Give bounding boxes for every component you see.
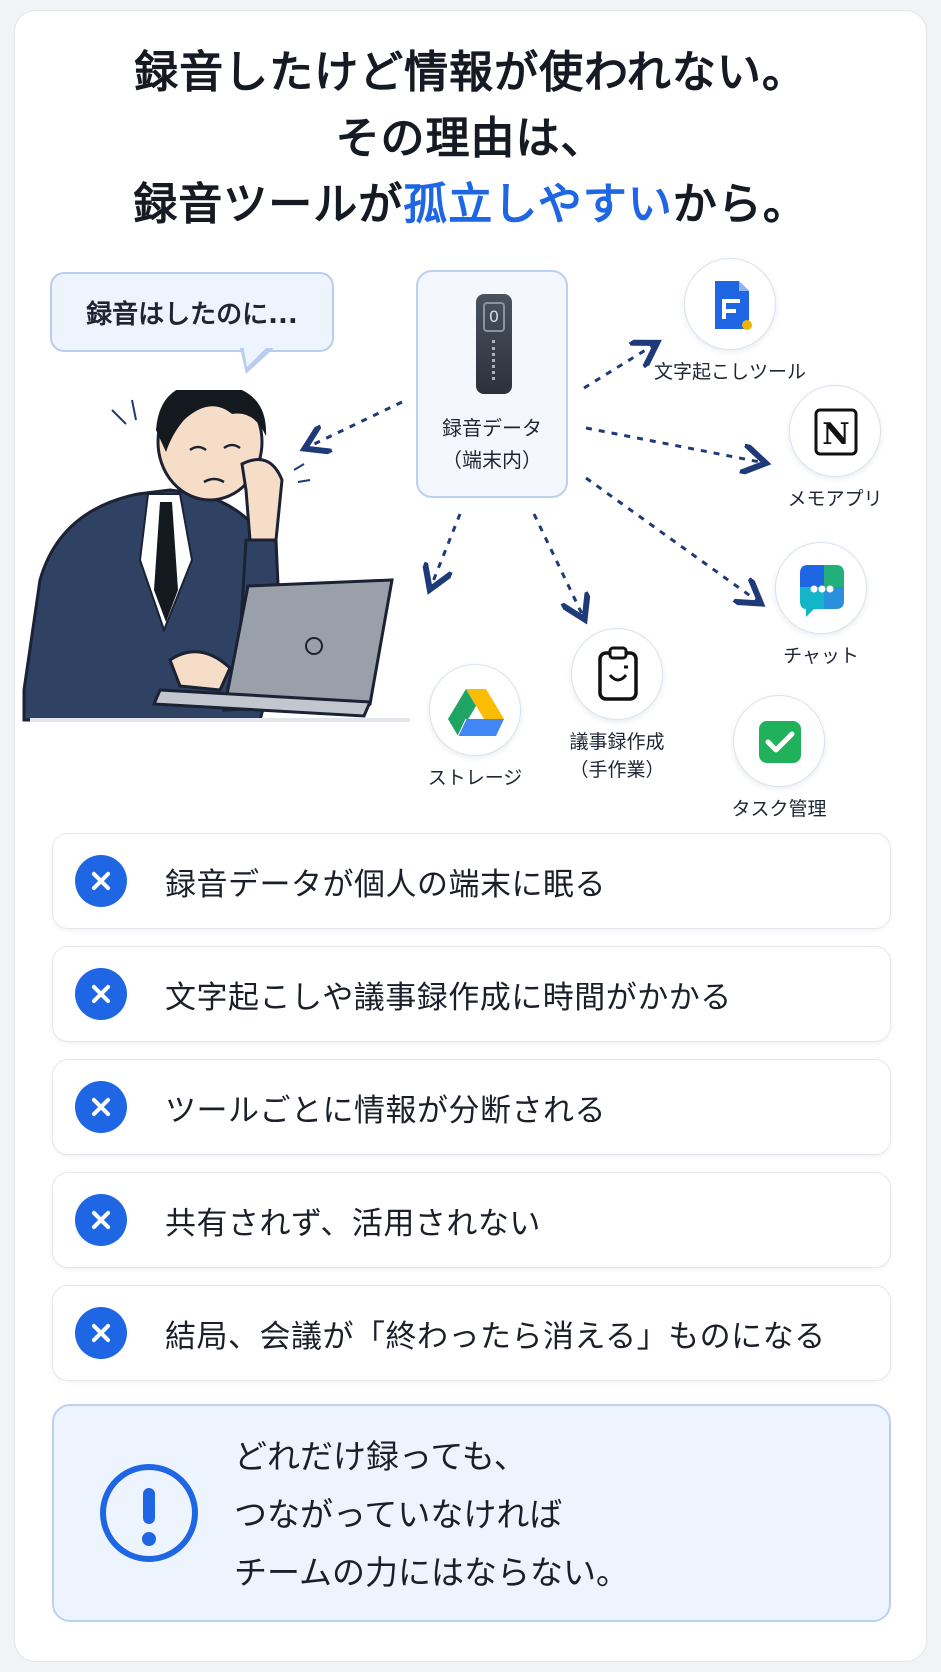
speech-bubble: 録音はしたのに... bbox=[50, 272, 334, 352]
x-icon bbox=[75, 968, 127, 1020]
tool-memo: N メモアプリ bbox=[770, 385, 900, 513]
arrow-to-person bbox=[310, 400, 403, 446]
problem-list: 録音データが個人の端末に眠る 文字起こしや議事録作成に時間がかかる ツールごとに… bbox=[52, 833, 891, 1398]
arrow-to-chat bbox=[585, 476, 756, 600]
worried-businessman-illustration bbox=[22, 390, 410, 722]
arrow-to-storage bbox=[432, 513, 462, 584]
laptop-base bbox=[151, 688, 373, 718]
arrow-to-memo bbox=[585, 426, 760, 462]
tool-transcription: 文字起こしツール bbox=[645, 258, 815, 386]
tool-minutes: 議事録作成 （手作業） bbox=[552, 628, 682, 784]
clipboard-icon bbox=[571, 628, 663, 720]
arrow-to-minutes bbox=[532, 513, 582, 614]
sweat-mark-1 bbox=[111, 399, 137, 425]
tool-task: タスク管理 bbox=[714, 695, 844, 823]
list-item: 文字起こしや議事録作成に時間がかかる bbox=[52, 946, 891, 1042]
x-icon bbox=[75, 1307, 127, 1359]
tie bbox=[154, 502, 178, 622]
conclusion-text: どれだけ録っても、 つながっていなければ チームの力にはならない。 bbox=[234, 1437, 630, 1592]
laptop-screen bbox=[222, 578, 394, 712]
typing-hand bbox=[168, 650, 232, 692]
list-item: 録音データが個人の端末に眠る bbox=[52, 833, 891, 929]
x-icon bbox=[75, 1194, 127, 1246]
chat-icon bbox=[775, 542, 867, 634]
recording-data-card: 0 録音データ （端末内） bbox=[416, 270, 568, 498]
notion-icon: N bbox=[789, 385, 881, 477]
exclamation-icon bbox=[100, 1464, 198, 1562]
tool-chat: チャット bbox=[756, 542, 886, 670]
face-expression bbox=[189, 443, 241, 484]
document-icon bbox=[684, 258, 776, 350]
drive-icon bbox=[429, 664, 521, 756]
checkbox-icon bbox=[733, 695, 825, 787]
recording-data-label: 録音データ （端末内） bbox=[442, 416, 542, 472]
list-item: ツールごとに情報が分断される bbox=[52, 1059, 891, 1155]
recorder-screen: 0 bbox=[483, 302, 505, 332]
conclusion-callout: どれだけ録っても、 つながっていなければ チームの力にはならない。 bbox=[52, 1404, 891, 1622]
speech-bubble-tail bbox=[240, 345, 274, 374]
hand-on-head bbox=[240, 458, 284, 542]
tool-storage: ストレージ bbox=[410, 664, 540, 792]
page-title: 録音したけど情報が使われない。 その理由は、 録音ツールが孤立しやすいから。 bbox=[0, 40, 941, 238]
svg-text:N: N bbox=[822, 417, 849, 452]
title-accent: 孤立しやすい bbox=[403, 179, 673, 230]
x-icon bbox=[75, 855, 127, 907]
title-line-2: その理由は、 bbox=[335, 113, 606, 164]
title-line-3: 録音ツールが孤立しやすいから。 bbox=[133, 179, 808, 230]
sweat-mark-2 bbox=[293, 463, 311, 483]
recorder-dots bbox=[492, 340, 496, 380]
title-line-1: 録音したけど情報が使われない。 bbox=[134, 47, 807, 98]
list-item: 結局、会議が「終わったら消える」ものになる bbox=[52, 1285, 891, 1381]
laptop-logo bbox=[305, 637, 323, 655]
arrow-to-transcription bbox=[583, 346, 652, 390]
x-icon bbox=[75, 1081, 127, 1133]
hair bbox=[156, 390, 267, 452]
connection-arrows bbox=[111, 0, 941, 820]
list-item: 共有されず、活用されない bbox=[52, 1172, 891, 1268]
voice-recorder-icon: 0 bbox=[476, 294, 512, 394]
